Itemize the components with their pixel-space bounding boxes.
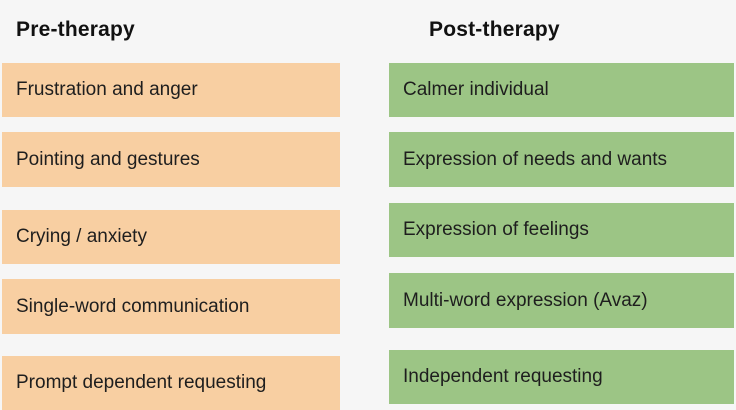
post-therapy-item: Expression of needs and wants bbox=[389, 132, 734, 187]
post-therapy-item: Expression of feelings bbox=[389, 203, 734, 257]
pre-therapy-heading: Pre-therapy bbox=[16, 18, 135, 41]
pre-therapy-item: Frustration and anger bbox=[2, 63, 340, 117]
post-therapy-item: Independent requesting bbox=[389, 350, 734, 404]
post-therapy-item: Multi-word expression (Avaz) bbox=[389, 273, 734, 328]
pre-therapy-item: Pointing and gestures bbox=[2, 132, 340, 187]
post-therapy-heading: Post-therapy bbox=[429, 18, 560, 41]
pre-therapy-item: Prompt dependent requesting bbox=[2, 356, 340, 410]
pre-therapy-item: Crying / anxiety bbox=[2, 210, 340, 264]
post-therapy-item: Calmer individual bbox=[389, 63, 734, 117]
pre-therapy-item: Single-word communication bbox=[2, 279, 340, 334]
